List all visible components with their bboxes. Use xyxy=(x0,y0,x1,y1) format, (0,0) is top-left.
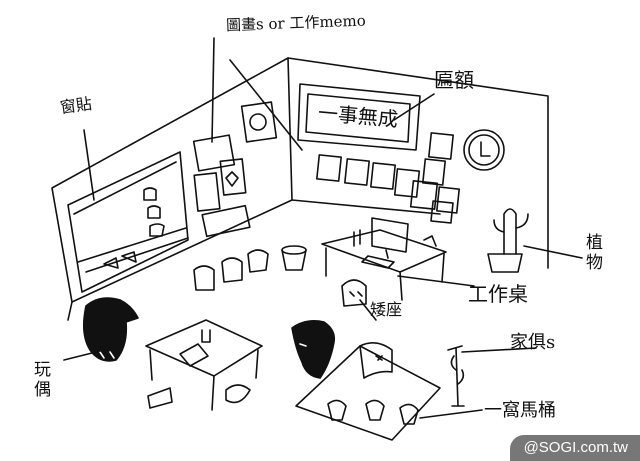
label-furniture: 家俱s xyxy=(510,332,556,353)
clock-icon xyxy=(463,129,505,171)
coffee-table xyxy=(145,319,263,411)
label-chair: 矮座 xyxy=(370,300,403,319)
label-carpet: 一窩馬桶 xyxy=(484,400,556,421)
tapir-doll-icon xyxy=(291,320,336,379)
window xyxy=(67,151,189,293)
label-plant: 植物 xyxy=(586,233,603,273)
label-doll: 玩偶 xyxy=(34,360,51,401)
wall-drawings xyxy=(192,101,278,238)
coat-stand-icon xyxy=(447,345,465,407)
toilet-stools xyxy=(193,249,269,291)
low-chair xyxy=(341,279,367,307)
plaque xyxy=(297,83,421,151)
room-walls xyxy=(51,57,549,321)
plant-icon xyxy=(487,208,529,273)
trash-bin-icon xyxy=(281,245,307,271)
desk xyxy=(321,217,447,301)
label-plaque: 匾額 xyxy=(434,68,474,92)
tapir-doll-icon xyxy=(82,297,139,362)
label-workstation: 工作桌 xyxy=(468,282,528,306)
annotation-lines xyxy=(63,37,583,419)
watermark: @SOGI.com.tw xyxy=(509,435,640,461)
memo-notes xyxy=(316,132,460,224)
toilet-carpet xyxy=(295,342,441,441)
label-window-sticker: 窗貼 xyxy=(58,93,94,118)
plaque-text: 一事無成 xyxy=(317,100,399,132)
